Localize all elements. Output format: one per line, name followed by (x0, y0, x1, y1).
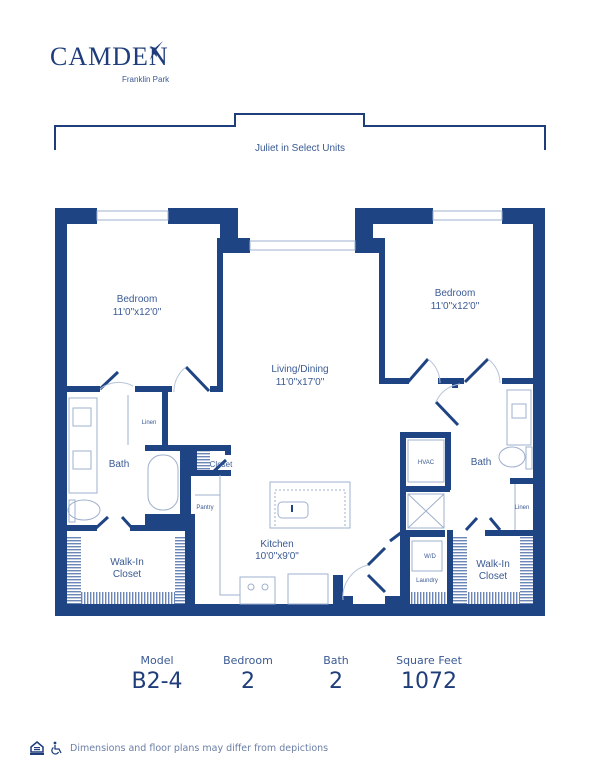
bedroom-left-label: Bedroom (117, 294, 158, 305)
hummingbird-icon (150, 41, 163, 60)
laundry-label: Laundry (416, 578, 438, 584)
pantry-label: Pantry (196, 505, 213, 511)
walkin-right-label: Walk-In (476, 559, 510, 570)
disclaimer-text: Dimensions and floor plans may differ fr… (70, 742, 329, 754)
juliet-balcony-outline (54, 113, 546, 150)
bedroom-left-size: 11'0"x12'0" (113, 307, 162, 318)
stat-square-feet: Square Feet 1072 (396, 654, 462, 694)
bedroom-right-size: 11'0"x12'0" (431, 301, 480, 312)
walkin-right-label-2: Closet (479, 571, 508, 582)
kitchen-size: 10'0"x9'0" (255, 551, 299, 562)
linen-left-label: Linen (142, 420, 157, 426)
closet-label: Closet (210, 460, 233, 469)
linen-right-label: Linen (515, 505, 530, 511)
walkin-left-label-2: Closet (113, 569, 142, 580)
stat-model: Model B2-4 (131, 654, 183, 694)
floor-plan: Juliet in Select Units (54, 113, 546, 616)
bath-right-label: Bath (471, 457, 492, 468)
brand-name: CAMDEN (50, 42, 169, 71)
camden-logo: CAMDEN Franklin Park (50, 41, 169, 84)
equal-housing-icon (30, 741, 44, 755)
hvac-label: HVAC (418, 460, 435, 466)
bath-left-label: Bath (109, 459, 130, 470)
community-name: Franklin Park (122, 75, 170, 84)
stat-bath: Bath 2 (323, 654, 349, 694)
living-label: Living/Dining (271, 364, 328, 375)
balcony-note: Juliet in Select Units (255, 143, 345, 154)
walls (55, 208, 545, 616)
kitchen-label: Kitchen (260, 539, 293, 550)
accessibility-icon (51, 741, 62, 755)
walkin-left-label: Walk-In (110, 557, 144, 568)
bedroom-right-label: Bedroom (435, 288, 476, 299)
footer: Dimensions and floor plans may differ fr… (30, 741, 328, 755)
stat-bedroom: Bedroom 2 (223, 654, 273, 694)
living-size: 11'0"x17'0" (276, 377, 325, 388)
wd-label: W/D (424, 554, 436, 560)
